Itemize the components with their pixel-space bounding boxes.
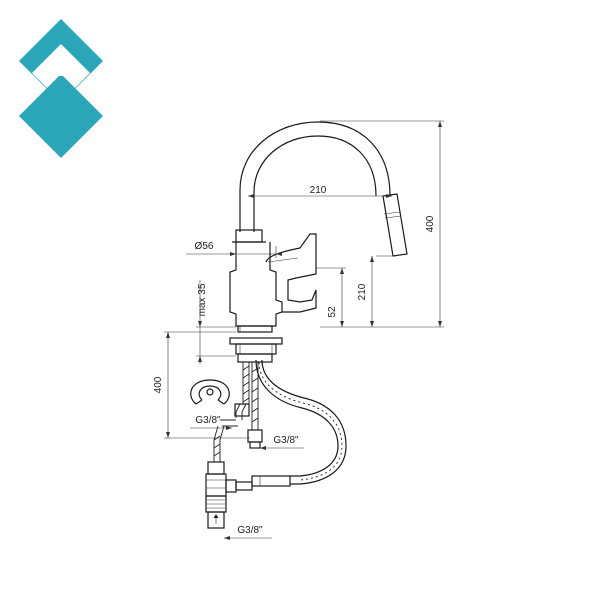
dimension-thread-right: G3/8"	[260, 435, 304, 450]
label-lever-height: 52	[327, 306, 338, 318]
dimension-hose-length: 400	[153, 331, 250, 439]
brand-logo-icon	[19, 19, 103, 158]
label-thread-bottom: G3/8"	[237, 525, 263, 536]
logo-gap	[42, 56, 80, 76]
dimension-max-thickness: max 35	[196, 280, 236, 364]
dimension-thread-left: G3/8"	[190, 415, 232, 430]
faucet-spout	[239, 121, 408, 257]
logo-diamond-bottom	[19, 74, 103, 158]
label-spout-height: 210	[357, 283, 368, 300]
clamp-detail	[190, 379, 230, 405]
label-total-height: 400	[425, 215, 436, 232]
supply-hoses	[213, 362, 263, 462]
faucet-body	[229, 229, 317, 333]
dimension-base-diameter: Ø56	[186, 241, 282, 258]
label-thread-right: G3/8"	[273, 435, 299, 446]
label-thread-left: G3/8"	[195, 415, 221, 426]
tee-valve	[205, 461, 253, 529]
label-base-diameter: Ø56	[195, 241, 214, 252]
label-spout-reach: 210	[310, 185, 327, 196]
mounting-nut	[229, 337, 283, 363]
dimension-spout-reach: 210	[248, 185, 392, 198]
label-max-thickness: max 35	[197, 283, 208, 316]
dimension-lever-height: 52	[316, 267, 346, 327]
dimension-spout-height: 210	[357, 255, 396, 327]
pullout-hose-loop	[251, 359, 347, 487]
arrow-up-icon	[213, 514, 219, 524]
dimension-total-height: 400	[320, 120, 444, 328]
label-hose-length: 400	[153, 376, 164, 393]
dimension-thread-bottom: G3/8"	[224, 525, 272, 540]
